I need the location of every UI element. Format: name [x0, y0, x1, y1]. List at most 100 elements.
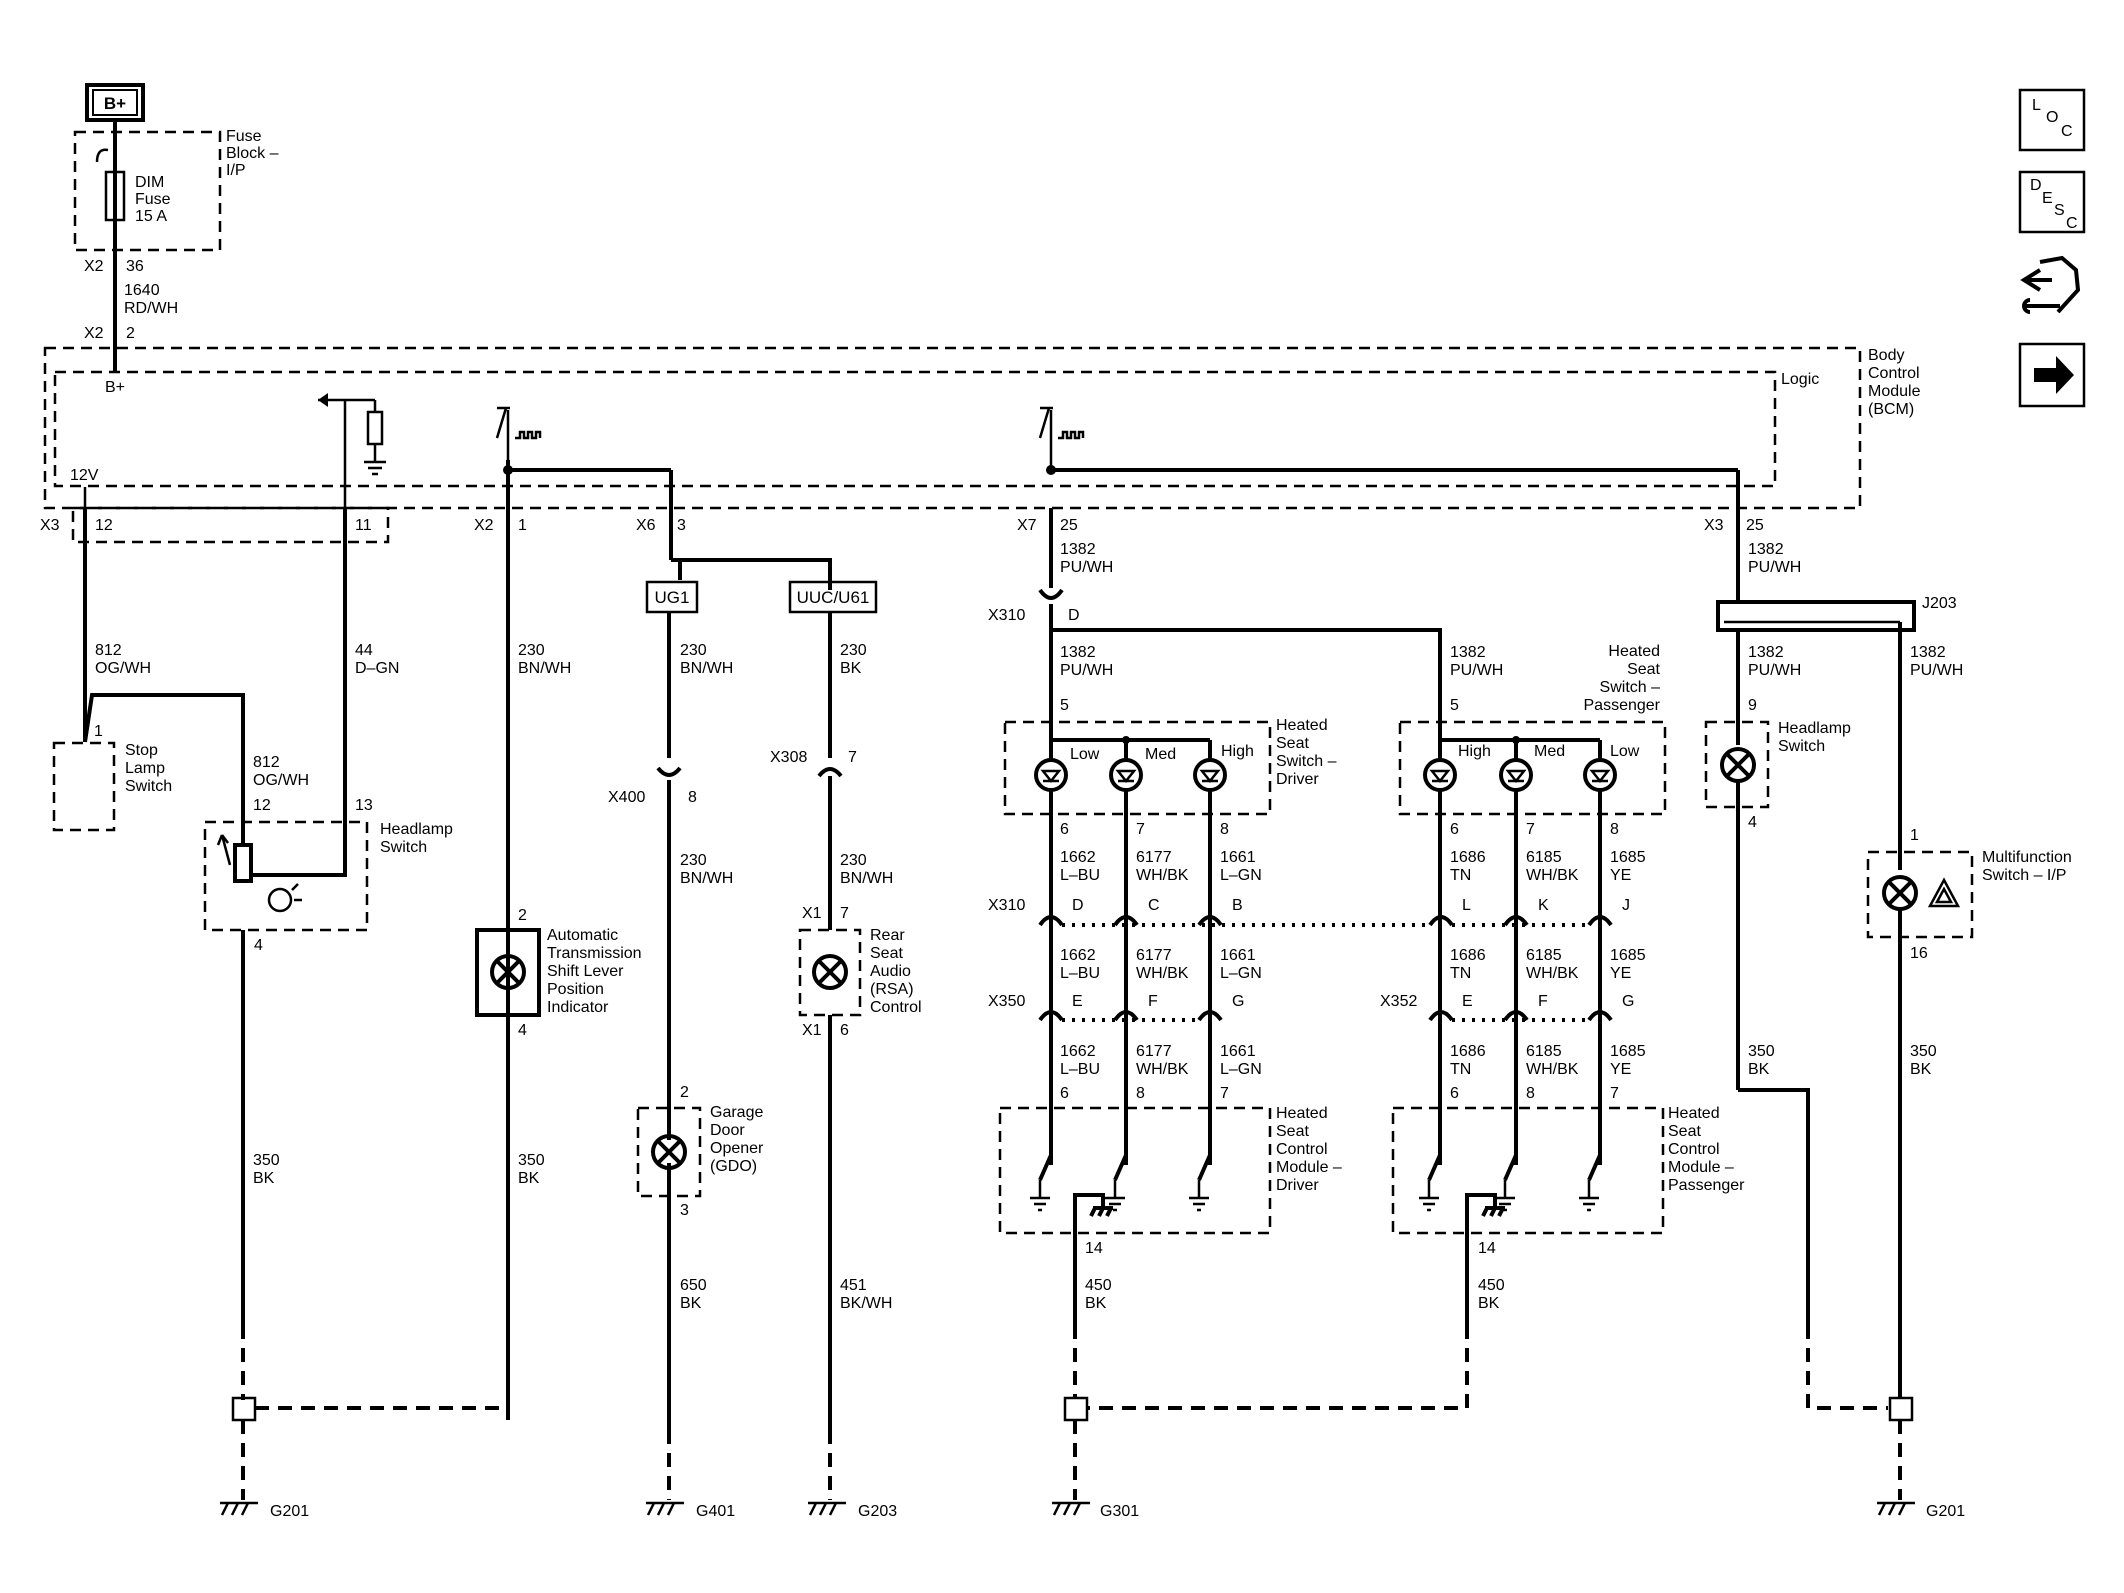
svg-text:4: 4 — [1748, 814, 1757, 831]
svg-text:S: S — [2054, 202, 2065, 219]
svg-text:(BCM): (BCM) — [1868, 401, 1914, 418]
svg-text:6185: 6185 — [1526, 947, 1562, 964]
svg-text:7: 7 — [848, 749, 857, 766]
svg-text:25: 25 — [1060, 517, 1078, 534]
svg-text:C: C — [2061, 123, 2073, 140]
svg-text:Passenger: Passenger — [1584, 697, 1661, 714]
svg-text:Heated: Heated — [1276, 717, 1328, 734]
svg-text:1662: 1662 — [1060, 947, 1096, 964]
svg-text:X3: X3 — [40, 517, 60, 534]
svg-text:Switch: Switch — [1778, 738, 1825, 755]
ground-g301: G301 — [1052, 1396, 1139, 1520]
svg-text:BK: BK — [518, 1170, 540, 1187]
svg-text:12V: 12V — [70, 467, 99, 484]
svg-text:230: 230 — [840, 852, 867, 869]
svg-text:8: 8 — [1526, 1085, 1535, 1102]
svg-text:L–BU: L–BU — [1060, 867, 1100, 884]
svg-text:Seat: Seat — [1276, 1123, 1309, 1140]
next-arrow-icon[interactable] — [2018, 342, 2086, 408]
svg-text:3: 3 — [680, 1202, 689, 1219]
svg-text:Switch –: Switch – — [1276, 753, 1337, 770]
svg-text:2: 2 — [680, 1084, 689, 1101]
svg-text:G201: G201 — [1926, 1503, 1965, 1520]
svg-text:25: 25 — [1746, 517, 1764, 534]
heated-seat-control-module-driver: Heated Seat Control Module – Driver — [998, 1105, 1342, 1235]
rear-seat-audio-control-lamp: Rear Seat Audio (RSA) Control — [798, 927, 922, 1017]
svg-text:1661: 1661 — [1220, 1043, 1256, 1060]
hazard-icon — [1927, 877, 1961, 908]
svg-text:High: High — [1458, 743, 1491, 760]
harness-icon[interactable] — [2020, 255, 2081, 314]
loc-button[interactable]: L O C — [2018, 88, 2086, 152]
svg-text:1382: 1382 — [1910, 644, 1946, 661]
svg-text:X2: X2 — [84, 325, 104, 342]
heated-seat-control-module-passenger: Heated Seat Control Module – Passenger — [1391, 1105, 1745, 1235]
svg-text:E: E — [2042, 190, 2053, 207]
led-low-icon — [1034, 758, 1068, 792]
svg-text:BK: BK — [1478, 1295, 1500, 1312]
svg-text:J203: J203 — [1922, 595, 1957, 612]
bcm-output-switch-2 — [1038, 406, 1085, 470]
svg-text:2: 2 — [518, 907, 527, 924]
svg-text:WH/BK: WH/BK — [1136, 867, 1189, 884]
svg-text:BK: BK — [1085, 1295, 1107, 1312]
svg-text:BK: BK — [680, 1295, 702, 1312]
svg-text:Driver: Driver — [1276, 1177, 1319, 1194]
svg-text:44: 44 — [355, 642, 373, 659]
svg-text:D: D — [1072, 897, 1084, 914]
svg-text:230: 230 — [518, 642, 545, 659]
svg-text:Seat: Seat — [1276, 735, 1309, 752]
svg-text:450: 450 — [1478, 1277, 1505, 1294]
svg-text:1382: 1382 — [1450, 644, 1486, 661]
bcm-module: Logic Body Control Module (BCM) B+ 12V — [43, 346, 1921, 544]
svg-text:G301: G301 — [1100, 1503, 1139, 1520]
svg-text:O: O — [2046, 109, 2058, 126]
svg-text:WH/BK: WH/BK — [1136, 965, 1189, 982]
svg-text:230: 230 — [840, 642, 867, 659]
svg-text:WH/BK: WH/BK — [1136, 1061, 1189, 1078]
svg-text:L: L — [1462, 897, 1471, 914]
svg-text:36: 36 — [126, 258, 144, 275]
svg-text:DIM: DIM — [135, 174, 164, 191]
ground-g401: G401 — [646, 1430, 735, 1520]
svg-text:G201: G201 — [270, 1503, 309, 1520]
svg-text:Shift Lever: Shift Lever — [547, 963, 624, 980]
svg-text:Headlamp: Headlamp — [380, 821, 453, 838]
svg-text:BK: BK — [253, 1170, 275, 1187]
svg-text:7: 7 — [1526, 821, 1535, 838]
desc-button[interactable]: D E S C — [2018, 170, 2086, 234]
garage-door-opener-lamp: Garage Door Opener (GDO) — [636, 1104, 764, 1198]
svg-text:RD/WH: RD/WH — [124, 300, 178, 317]
svg-text:Seat: Seat — [1668, 1123, 1701, 1140]
stop-lamp-switch: 1 Stop Lamp Switch — [52, 693, 245, 845]
svg-text:Multifunction: Multifunction — [1982, 849, 2072, 866]
svg-text:1685: 1685 — [1610, 849, 1646, 866]
svg-text:2: 2 — [126, 325, 135, 342]
svg-text:TN: TN — [1450, 1061, 1471, 1078]
svg-text:Control: Control — [1668, 1141, 1720, 1158]
svg-text:230: 230 — [680, 642, 707, 659]
svg-text:Module –: Module – — [1276, 1159, 1342, 1176]
svg-text:12: 12 — [253, 797, 271, 814]
svg-text:8: 8 — [1610, 821, 1619, 838]
svg-text:D–GN: D–GN — [355, 660, 399, 677]
svg-text:8: 8 — [1220, 821, 1229, 838]
svg-text:X2: X2 — [84, 258, 104, 275]
svg-text:Heated: Heated — [1608, 643, 1660, 660]
svg-text:G: G — [1232, 993, 1244, 1010]
svg-text:6: 6 — [1450, 821, 1459, 838]
bcm-output-switch-1 — [495, 406, 542, 470]
svg-text:D: D — [2030, 177, 2042, 194]
svg-text:X7: X7 — [1017, 517, 1037, 534]
svg-text:Control: Control — [1868, 365, 1920, 382]
svg-text:1686: 1686 — [1450, 849, 1486, 866]
ground-icon — [364, 460, 386, 476]
svg-text:BK/WH: BK/WH — [840, 1295, 892, 1312]
svg-text:1662: 1662 — [1060, 1043, 1096, 1060]
svg-text:6177: 6177 — [1136, 1043, 1172, 1060]
svg-text:L–GN: L–GN — [1220, 965, 1262, 982]
svg-text:X2: X2 — [474, 517, 494, 534]
svg-text:B+: B+ — [105, 379, 125, 396]
svg-text:L: L — [2032, 97, 2041, 114]
svg-text:PU/WH: PU/WH — [1060, 559, 1113, 576]
